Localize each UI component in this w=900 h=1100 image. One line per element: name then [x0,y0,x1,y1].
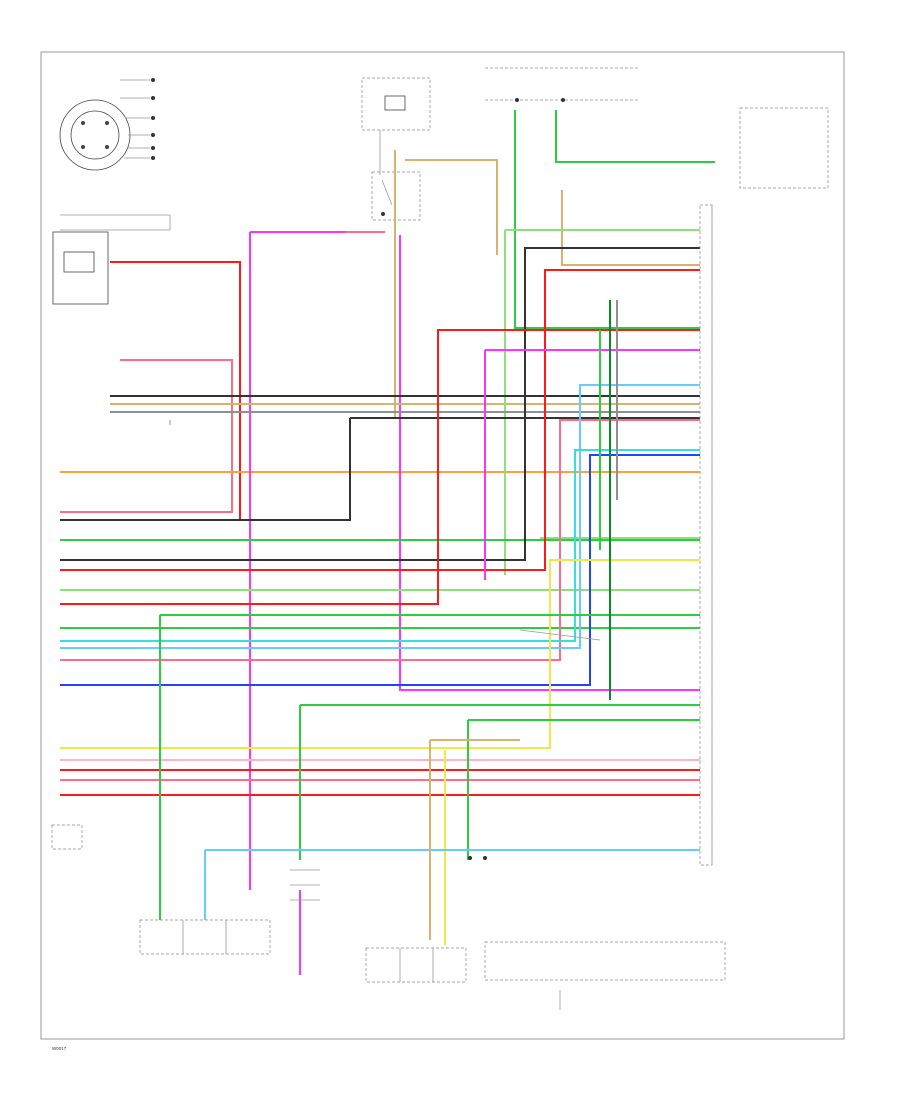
junction-box-top-right [485,67,829,189]
ecm-connector [699,204,713,866]
bottom-components [51,629,726,1010]
wires [60,110,715,975]
diagram-frame [40,51,845,1040]
ignition-module-box [52,231,109,305]
distributor-connector [59,78,171,231]
footer-code: W0017 [52,1046,67,1051]
